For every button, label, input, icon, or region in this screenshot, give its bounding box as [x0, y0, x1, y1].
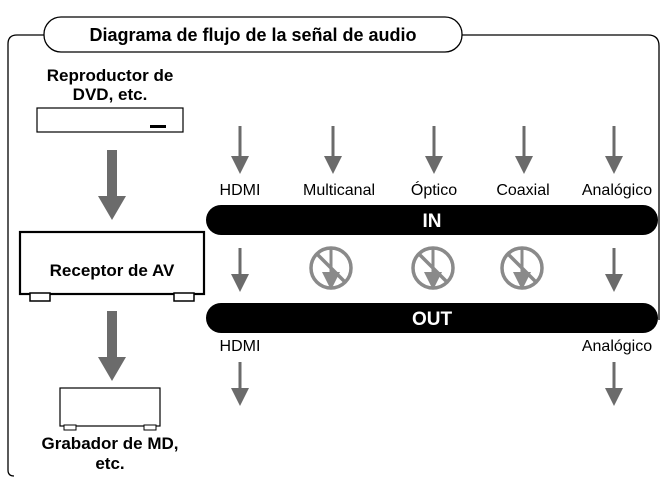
down-arrow-icon	[98, 150, 126, 220]
output-label-analogico: Analógico	[582, 338, 652, 355]
input-label-multicanal: Multicanal	[303, 182, 375, 199]
input-label-optico: Óptico	[411, 180, 457, 199]
diagram-frame	[7, 34, 44, 477]
diagram-title: Diagrama de flujo de la señal de audio	[89, 25, 416, 45]
input-arrow-optico	[425, 126, 443, 174]
in-bar	[206, 205, 658, 235]
output-label-hdmi: HDMI	[220, 338, 261, 355]
input-arrow-hdmi	[231, 126, 249, 174]
output-arrow-analogico	[605, 362, 623, 406]
input-label-analogico: Analógico	[582, 182, 652, 199]
av-receiver-icon	[18, 230, 206, 302]
prohibited-icon	[411, 246, 455, 290]
passthrough-arrow-hdmi	[231, 248, 249, 292]
title-frame	[43, 16, 463, 53]
input-arrow-multicanal	[324, 126, 342, 174]
out-bar	[206, 303, 658, 333]
md-recorder-icon	[59, 387, 161, 431]
prohibited-icon	[309, 246, 353, 290]
out-bar-label: OUT	[412, 309, 453, 330]
passthrough-arrow-analogico	[605, 248, 623, 292]
input-label-coaxial: Coaxial	[496, 182, 549, 199]
prohibited-icon	[500, 246, 544, 290]
input-arrow-analogico	[605, 126, 623, 174]
receiver-label: Receptor de AV	[50, 261, 175, 280]
source-device-label-line2: DVD, etc.	[73, 85, 148, 104]
diagram-frame-right	[460, 34, 660, 320]
input-arrow-coaxial	[515, 126, 533, 174]
down-arrow-icon	[98, 311, 126, 381]
in-bar-label: IN	[423, 211, 442, 232]
output-arrow-hdmi	[231, 362, 249, 406]
input-label-hdmi: HDMI	[220, 182, 261, 199]
recorder-label-line2: etc.	[95, 454, 124, 473]
source-device-label-line1: Reproductor de	[47, 66, 174, 85]
dvd-player-icon	[36, 107, 184, 133]
recorder-label-line1: Grabador de MD,	[42, 434, 179, 453]
